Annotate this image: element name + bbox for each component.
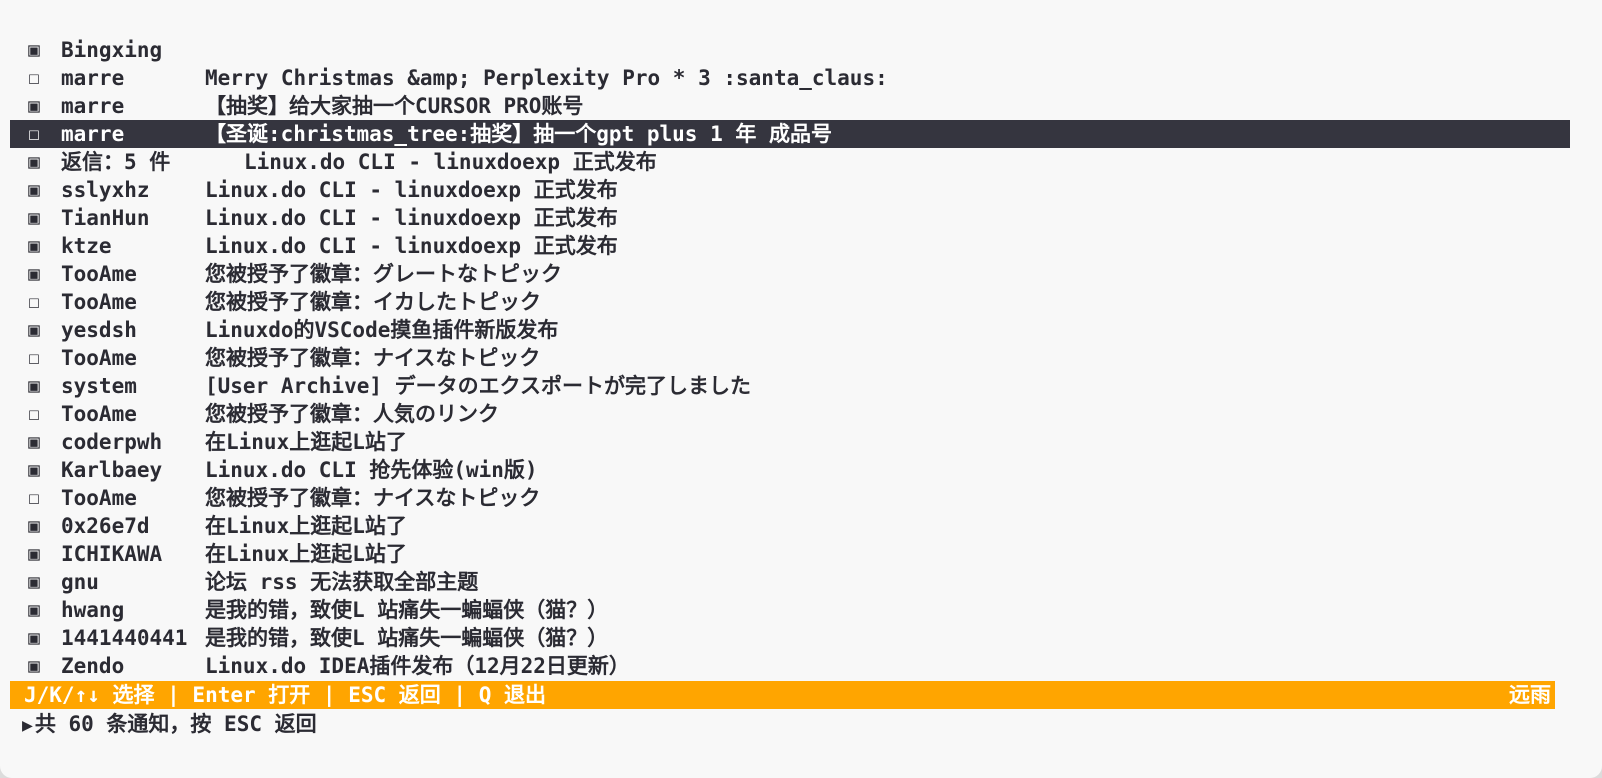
notification-title: Merry Christmas &amp; Perplexity Pro * 3… (205, 66, 888, 90)
read-checkbox-icon: ▣ (28, 599, 40, 621)
notification-author: ICHIKAWA (61, 542, 163, 566)
notification-row[interactable]: ☐ marre Merry Christmas &amp; Perplexity P… (10, 64, 1570, 92)
read-checkbox-icon: ▣ (28, 627, 40, 649)
notification-title: 您被授予了徽章：イカしたトピック (205, 290, 541, 314)
notification-title: 您被授予了徽章：ナイスなトピック (205, 486, 541, 510)
notification-author: TooAme (61, 402, 137, 426)
notification-row[interactable]: ▣ gnu 论坛 rss 无法获取全部主题 (10, 568, 1570, 596)
notification-title: 是我的错，致使L 站痛失一蝙蝠侠（猫？） (205, 598, 609, 622)
read-checkbox-icon: ▣ (28, 319, 40, 341)
read-checkbox-icon: ▣ (28, 431, 40, 453)
notification-list[interactable]: ▣ Bingxing ☐ marre Merry Christmas &amp; Per… (10, 36, 1570, 680)
notification-author: marre (61, 94, 125, 118)
notification-author: yesdsh (61, 318, 137, 342)
notification-row[interactable]: ▣ ktze Linux.do CLI - linuxdoexp 正式发布 (10, 232, 1570, 260)
notification-row[interactable]: ☐ marre 【圣诞:christmas_tree:抽奖】抽一个gpt plus … (10, 120, 1570, 148)
notification-row[interactable]: ▣ hwang 是我的错，致使L 站痛失一蝙蝠侠（猫？） (10, 596, 1570, 624)
notification-title: Linux.do CLI 抢先体验(win版) (205, 458, 538, 482)
notification-author: 0x26e7d (61, 514, 150, 538)
notification-row[interactable]: ▣ ICHIKAWA 在Linux上逛起L站了 (10, 540, 1570, 568)
notification-title: 【圣诞:christmas_tree:抽奖】抽一个gpt plus 1 年 成品… (205, 122, 833, 146)
notification-row[interactable]: ▣ coderpwh 在Linux上逛起L站了 (10, 428, 1570, 456)
notification-title: 【抽奖】给大家抽一个CURSOR PRO账号 (205, 94, 584, 118)
notification-row[interactable]: ▣ 1441440441 是我的错，致使L 站痛失一蝙蝠侠（猫？） (10, 624, 1570, 652)
unread-checkbox-icon: ☐ (28, 487, 40, 509)
footer-info: ▶共 60 条通知，按 ESC 返回 (22, 710, 317, 738)
notification-author: 1441440441 (61, 626, 188, 650)
read-checkbox-icon: ▣ (28, 515, 40, 537)
footer-text: 共 60 条通知，按 ESC 返回 (34, 712, 317, 736)
notification-row[interactable]: ▣ marre 【抽奖】给大家抽一个CURSOR PRO账号 (10, 92, 1570, 120)
notification-title: 您被授予了徽章：人気のリンク (205, 402, 499, 426)
notification-author: system (61, 374, 137, 398)
unread-checkbox-icon: ☐ (28, 347, 40, 369)
notification-row[interactable]: ▣ TianHun Linux.do CLI - linuxdoexp 正式发布 (10, 204, 1570, 232)
read-checkbox-icon: ▣ (28, 95, 40, 117)
read-checkbox-icon: ▣ (28, 179, 40, 201)
read-checkbox-icon: ▣ (28, 375, 40, 397)
notification-author: ktze (61, 234, 112, 258)
notification-title: 在Linux上逛起L站了 (205, 542, 407, 566)
notification-title: Linux.do IDEA插件发布（12月22日更新） (205, 654, 630, 678)
notification-row[interactable]: ▣ yesdsh Linuxdo的VSCode摸鱼插件新版发布 (10, 316, 1570, 344)
keybinding-hints: J/K/↑↓ 选择 | Enter 打开 | ESC 返回 | Q 退出 (24, 683, 547, 707)
notification-row[interactable]: ☐ TooAme 您被授予了徽章：イカしたトピック (10, 288, 1570, 316)
notification-title: Linux.do CLI - linuxdoexp 正式发布 (205, 234, 618, 258)
notification-row[interactable]: ▣ TooAme 您被授予了徽章：グレートなトピック (10, 260, 1570, 288)
notification-row[interactable]: ▣ Karlbaey Linux.do CLI 抢先体验(win版) (10, 456, 1570, 484)
unread-checkbox-icon: ☐ (28, 403, 40, 425)
notification-author: TooAme (61, 290, 137, 314)
notification-title: [User Archive] データのエクスポートが完了しました (205, 374, 752, 398)
notification-row[interactable]: ▣ 0x26e7d 在Linux上逛起L站了 (10, 512, 1570, 540)
notification-author: marre (61, 122, 125, 146)
notification-author: marre (61, 66, 125, 90)
notification-author: hwang (61, 598, 125, 622)
status-bar: J/K/↑↓ 选择 | Enter 打开 | ESC 返回 | Q 退出 远雨 (10, 681, 1555, 709)
unread-checkbox-icon: ☐ (28, 291, 40, 313)
notification-row[interactable]: ▣ sslyxhz Linux.do CLI - linuxdoexp 正式发布 (10, 176, 1570, 204)
notification-title: 在Linux上逛起L站了 (205, 430, 407, 454)
notification-row[interactable]: ▣ Zendo Linux.do IDEA插件发布（12月22日更新） (10, 652, 1570, 680)
notification-author: Bingxing (61, 38, 163, 62)
username-label: 远雨 (1509, 683, 1551, 707)
notification-author: 返信：5 件 (61, 150, 171, 174)
notification-author: coderpwh (61, 430, 163, 454)
notification-author: TooAme (61, 346, 137, 370)
notification-title: Linuxdo的VSCode摸鱼插件新版发布 (205, 318, 559, 342)
notification-title: Linux.do CLI - linuxdoexp 正式发布 (244, 150, 657, 174)
notification-title: Linux.do CLI - linuxdoexp 正式发布 (205, 206, 618, 230)
notification-author: TooAme (61, 262, 137, 286)
unread-checkbox-icon: ☐ (28, 123, 40, 145)
notification-author: TianHun (61, 206, 150, 230)
read-checkbox-icon: ▣ (28, 655, 40, 677)
notification-row[interactable]: ▣ system [User Archive] データのエクスポートが完了しました (10, 372, 1570, 400)
notification-title: 您被授予了徽章：ナイスなトピック (205, 346, 541, 370)
notification-author: sslyxhz (61, 178, 150, 202)
read-checkbox-icon: ▣ (28, 235, 40, 257)
notification-title: 您被授予了徽章：グレートなトピック (205, 262, 562, 286)
read-checkbox-icon: ▣ (28, 459, 40, 481)
notification-author: Karlbaey (61, 458, 163, 482)
read-checkbox-icon: ▣ (28, 571, 40, 593)
notification-title: Linux.do CLI - linuxdoexp 正式发布 (205, 178, 618, 202)
notification-author: TooAme (61, 486, 137, 510)
notification-author: Zendo (61, 654, 125, 678)
notification-row[interactable]: ☐ TooAme 您被授予了徽章：ナイスなトピック (10, 344, 1570, 372)
notification-row[interactable]: ▣ 返信：5 件 Linux.do CLI - linuxdoexp 正式发布 (10, 148, 1570, 176)
notification-row[interactable]: ☐ TooAme 您被授予了徽章：人気のリンク (10, 400, 1570, 428)
notification-row[interactable]: ▣ Bingxing (10, 36, 1570, 64)
read-checkbox-icon: ▣ (28, 207, 40, 229)
notification-title: 在Linux上逛起L站了 (205, 514, 407, 538)
read-checkbox-icon: ▣ (28, 151, 40, 173)
read-checkbox-icon: ▣ (28, 263, 40, 285)
notification-author: gnu (61, 570, 99, 594)
triangle-right-icon: ▶ (22, 715, 33, 736)
unread-checkbox-icon: ☐ (28, 67, 40, 89)
read-checkbox-icon: ▣ (28, 39, 40, 61)
notification-title: 是我的错，致使L 站痛失一蝙蝠侠（猫？） (205, 626, 609, 650)
read-checkbox-icon: ▣ (28, 543, 40, 565)
notification-row[interactable]: ☐ TooAme 您被授予了徽章：ナイスなトピック (10, 484, 1570, 512)
notification-title: 论坛 rss 无法获取全部主题 (205, 570, 479, 594)
